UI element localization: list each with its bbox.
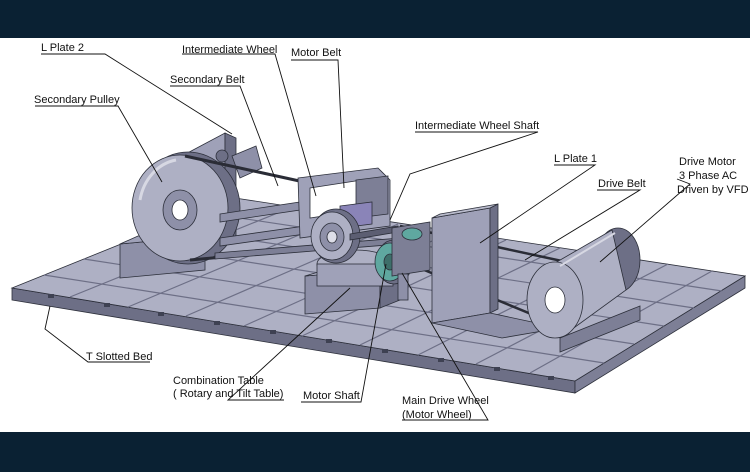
- label-intermediate-wheel: Intermediate Wheel: [182, 44, 277, 56]
- label-l-plate-2: L Plate 2: [41, 42, 84, 54]
- label-t-slotted-bed: T Slotted Bed: [86, 351, 152, 363]
- motor-shaft: [391, 221, 431, 301]
- intermediate-wheel: [310, 208, 361, 264]
- label-drive-motor-line3: Driven by VFD: [677, 184, 749, 196]
- diagram-canvas: L Plate 2 Intermediate Wheel Motor Belt …: [0, 38, 750, 432]
- label-l-plate-1: L Plate 1: [554, 153, 597, 165]
- label-drive-motor-line1: Drive Motor: [679, 156, 736, 168]
- label-motor-shaft: Motor Shaft: [303, 390, 360, 402]
- label-secondary-belt: Secondary Belt: [170, 74, 245, 86]
- label-secondary-pulley: Secondary Pulley: [34, 94, 120, 106]
- label-drive-motor-line2: 3 Phase AC: [679, 170, 737, 182]
- label-drive-belt: Drive Belt: [598, 178, 646, 190]
- drive-motor: [526, 227, 641, 353]
- labels: L Plate 2 Intermediate Wheel Motor Belt …: [34, 42, 749, 421]
- leader-lines: [35, 53, 691, 421]
- secondary-pulley: [131, 151, 241, 265]
- top-frame-band: [0, 0, 750, 38]
- bottom-frame-band: [0, 432, 750, 472]
- machine-diagram: L Plate 2 Intermediate Wheel Motor Belt …: [10, 42, 749, 421]
- label-combination-table-line2: ( Rotary and Tilt Table): [173, 388, 283, 400]
- label-motor-belt: Motor Belt: [291, 47, 341, 59]
- label-intermediate-wheel-shaft: Intermediate Wheel Shaft: [415, 120, 539, 132]
- label-main-drive-wheel-line2: (Motor Wheel): [402, 409, 472, 421]
- label-main-drive-wheel-line1: Main Drive Wheel: [402, 395, 489, 407]
- label-combination-table-line1: Combination Table: [173, 375, 264, 387]
